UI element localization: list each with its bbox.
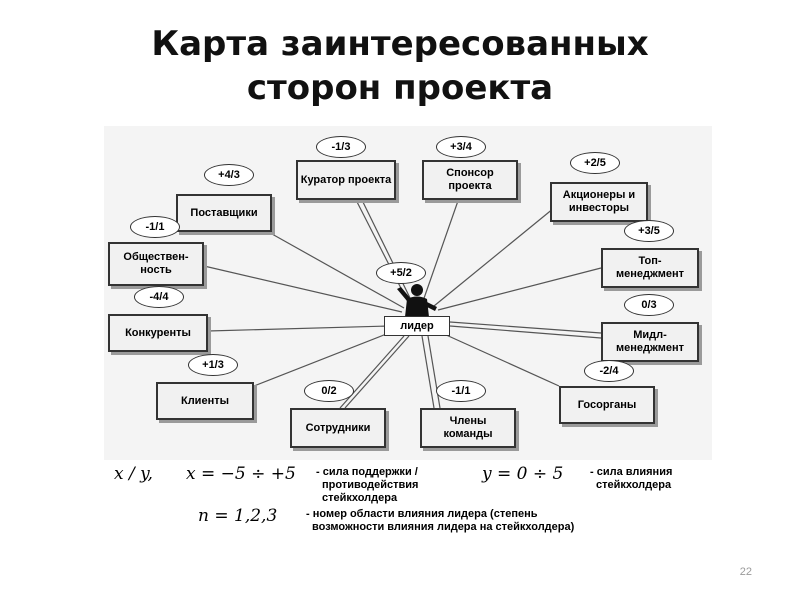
- box-sponsor: Спонсор проекта: [422, 160, 518, 200]
- score-sponsor: +3/4: [436, 136, 486, 158]
- legend-x-desc-1: - сила поддержки /: [316, 466, 418, 478]
- score-gosorgany: -2/4: [584, 360, 634, 382]
- score-top: +3/5: [624, 220, 674, 242]
- score-konkurenty: -4/4: [134, 286, 184, 308]
- line-midl: [449, 321, 602, 334]
- line-klienty: [253, 330, 395, 387]
- line-konkurenty: [207, 325, 390, 332]
- box-midl: Мидл-менеджмент: [601, 322, 699, 362]
- score-obshchestvennost: -1/1: [130, 216, 180, 238]
- line-kurator: [353, 195, 410, 305]
- score-sotrudniki: 0/2: [304, 380, 354, 402]
- score-leader: +5/2: [376, 262, 426, 284]
- legend-y-desc-2: стейкхолдера: [596, 479, 672, 491]
- score-postavshchiki: +4/3: [204, 164, 254, 186]
- legend-x-formula: x = −5 ÷ +5: [186, 464, 296, 484]
- line-obshchestvennost: [203, 265, 403, 313]
- page-number: 22: [739, 566, 752, 578]
- slide-title: Карта заинтересованных сторон проекта: [0, 22, 800, 110]
- line-midl-2: [449, 325, 602, 339]
- line-chleny-2: [427, 335, 441, 409]
- box-chleny: Члены команды: [420, 408, 516, 448]
- line-kurator-2: [359, 195, 414, 305]
- line-sponsor: [421, 197, 460, 305]
- line-sotrudniki-2: [344, 335, 410, 409]
- box-konkurenty: Конкуренты: [108, 314, 208, 352]
- legend-n-formula: n = 1,2,3: [198, 506, 278, 526]
- legend-y-desc-1: - сила влияния: [590, 466, 673, 478]
- title-line-1: Карта заинтересованных: [151, 24, 649, 64]
- line-aktsionery: [433, 207, 555, 307]
- legend-n-desc-2: возможности влияния лидера на стейкхолде…: [312, 521, 575, 533]
- score-chleny: -1/1: [436, 380, 486, 402]
- line-postavshchiki: [271, 233, 405, 309]
- box-sotrudniki: Сотрудники: [290, 408, 386, 448]
- stakeholder-map: -1/3 Куратор проекта +3/4 Спонсор проект…: [104, 126, 712, 460]
- leader-label: лидер: [384, 316, 450, 336]
- line-top: [437, 267, 602, 311]
- legend-y-formula: y = 0 ÷ 5: [482, 464, 564, 484]
- legend-x-desc-3: стейкхолдера: [322, 492, 398, 504]
- box-klienty: Клиенты: [156, 382, 254, 420]
- line-gosorgany: [443, 333, 560, 387]
- score-midl: 0/3: [624, 294, 674, 316]
- box-obshchestvennost: Обществен-ность: [108, 242, 204, 286]
- legend-n-desc-1: - номер области влияния лидера (степень: [306, 508, 538, 520]
- line-chleny: [421, 335, 435, 409]
- title-line-2: сторон проекта: [246, 68, 554, 108]
- leader-figure-icon: [397, 284, 437, 317]
- score-aktsionery: +2/5: [570, 152, 620, 174]
- legend: x / y, x = −5 ÷ +5 - сила поддержки / пр…: [104, 462, 712, 546]
- score-kurator: -1/3: [316, 136, 366, 158]
- box-top: Топ-менеджмент: [601, 248, 699, 288]
- box-kurator: Куратор проекта: [296, 160, 396, 200]
- legend-xy-formula: x / y,: [114, 464, 153, 484]
- box-postavshchiki: Поставщики: [176, 194, 272, 232]
- score-klienty: +1/3: [188, 354, 238, 376]
- box-aktsionery: Акционеры и инвесторы: [550, 182, 648, 222]
- legend-x-desc-2: противодействия: [322, 479, 419, 491]
- box-gosorgany: Госорганы: [559, 386, 655, 424]
